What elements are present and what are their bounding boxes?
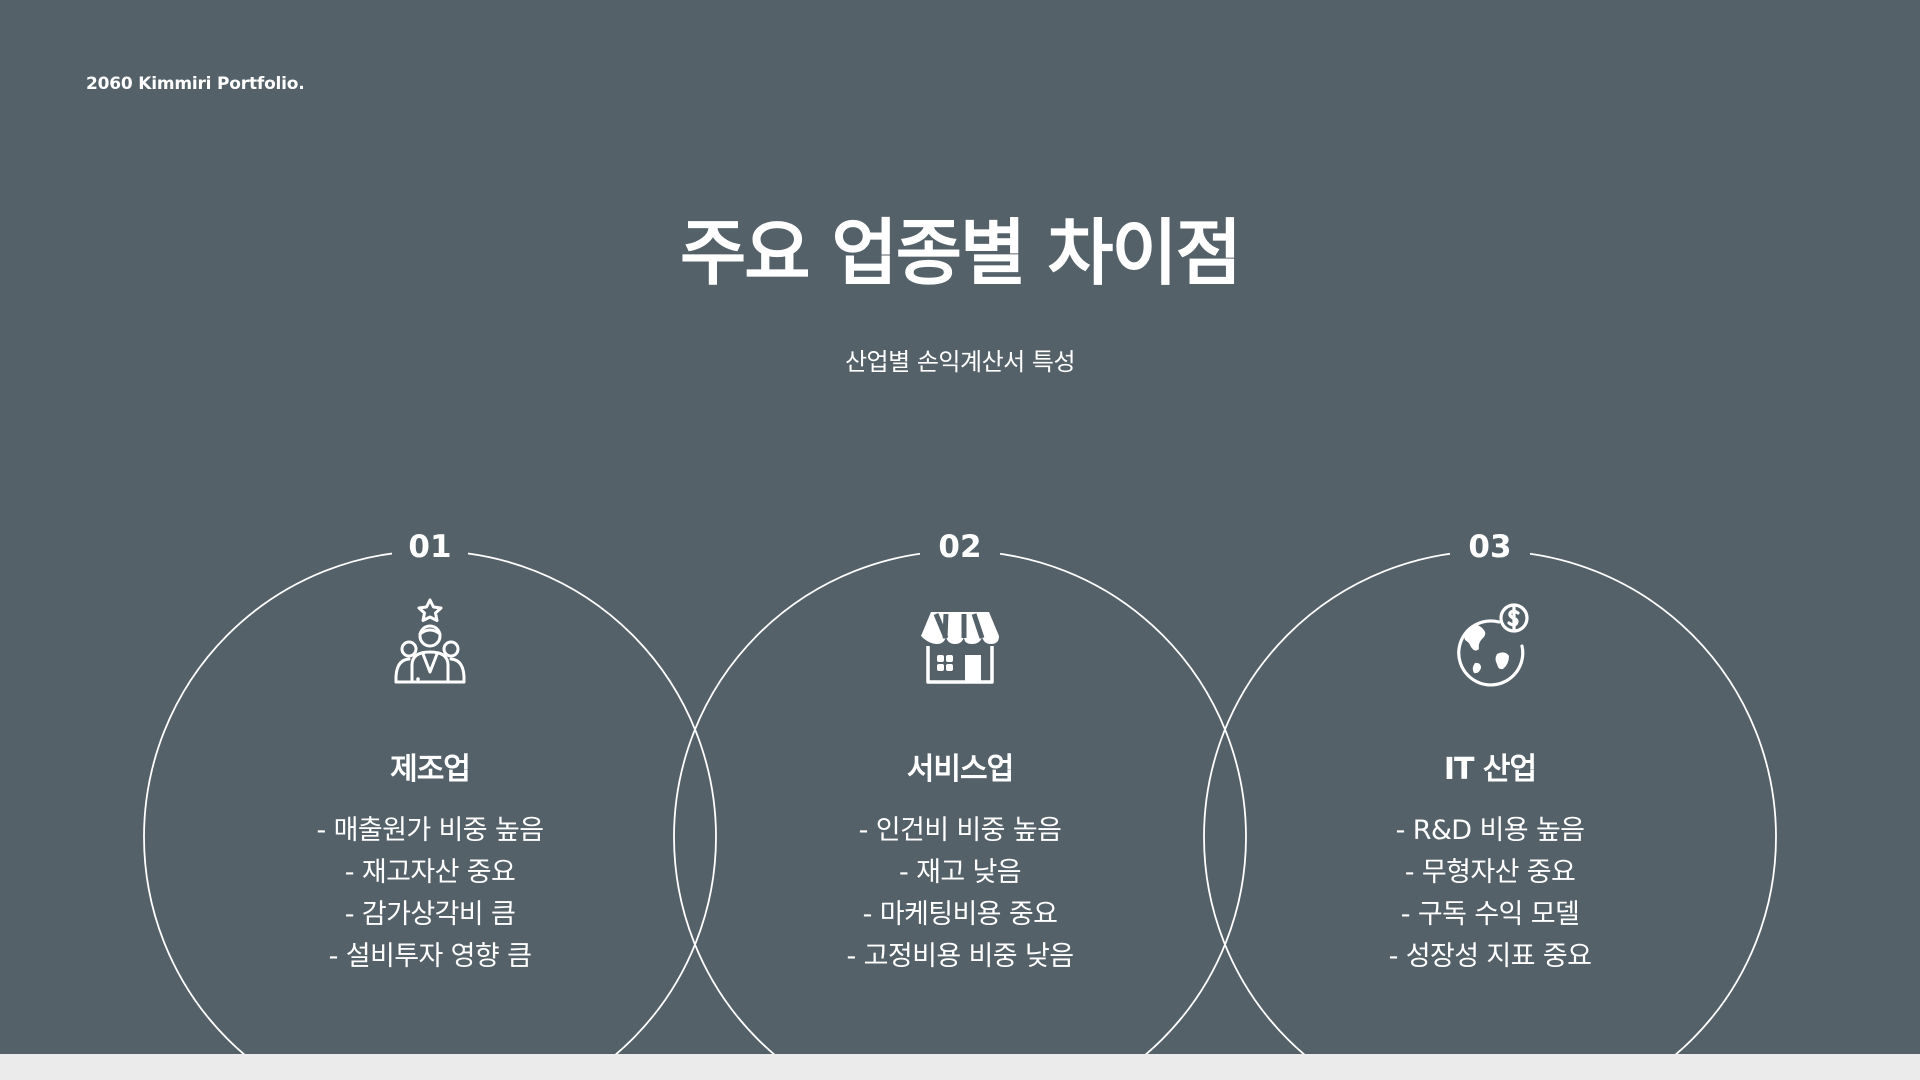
- list-item: - R&D 비용 높음: [1395, 815, 1585, 846]
- list-item: - 고정비용 비중 낮음: [846, 941, 1074, 972]
- page-subtitle: 산업별 손익계산서 특성: [844, 348, 1076, 376]
- ring-01: [143, 550, 717, 1054]
- brand-label: 2060 Kimmiri Portfolio.: [86, 74, 305, 94]
- list-item: - 인건비 비중 높음: [858, 815, 1062, 846]
- ring-02: [673, 550, 1247, 1054]
- card-number: 02: [938, 529, 982, 565]
- globe-dollar-icon: [1457, 603, 1529, 687]
- list-item: - 재고 낮음: [898, 857, 1022, 888]
- storefront-icon: [921, 612, 999, 684]
- card-number: 03: [1468, 529, 1512, 565]
- card-list: - 매출원가 비중 높음 - 재고자산 중요 - 감가상각비 큼 - 설비투자 …: [220, 810, 640, 978]
- card-heading: 제조업: [390, 752, 471, 787]
- ring-outlines: [143, 550, 1777, 1054]
- list-item: - 설비투자 영향 큼: [328, 941, 532, 972]
- card-list: - R&D 비용 높음 - 무형자산 중요 - 구독 수익 모델 - 성장성 지…: [1280, 810, 1700, 978]
- list-item: - 마케팅비용 중요: [862, 899, 1058, 930]
- ring-03: [1203, 550, 1777, 1054]
- list-item: - 무형자산 중요: [1404, 857, 1576, 888]
- team-leader-icon: [394, 598, 466, 684]
- slide: 2060 Kimmiri Portfolio. 주요 업종별 차이점 산업별 손…: [0, 0, 1920, 1054]
- list-item: - 성장성 지표 중요: [1388, 941, 1592, 972]
- list-item: - 구독 수익 모델: [1400, 899, 1580, 930]
- list-item: - 재고자산 중요: [344, 857, 516, 888]
- page-title: 주요 업종별 차이점: [679, 211, 1242, 295]
- card-heading: 서비스업: [906, 752, 1014, 787]
- card-heading: IT 산업: [1443, 752, 1537, 787]
- card-number: 01: [408, 529, 452, 565]
- list-item: - 감가상각비 큼: [344, 899, 516, 930]
- list-item: - 매출원가 비중 높음: [316, 815, 544, 846]
- card-list: - 인건비 비중 높음 - 재고 낮음 - 마케팅비용 중요 - 고정비용 비중…: [750, 810, 1170, 978]
